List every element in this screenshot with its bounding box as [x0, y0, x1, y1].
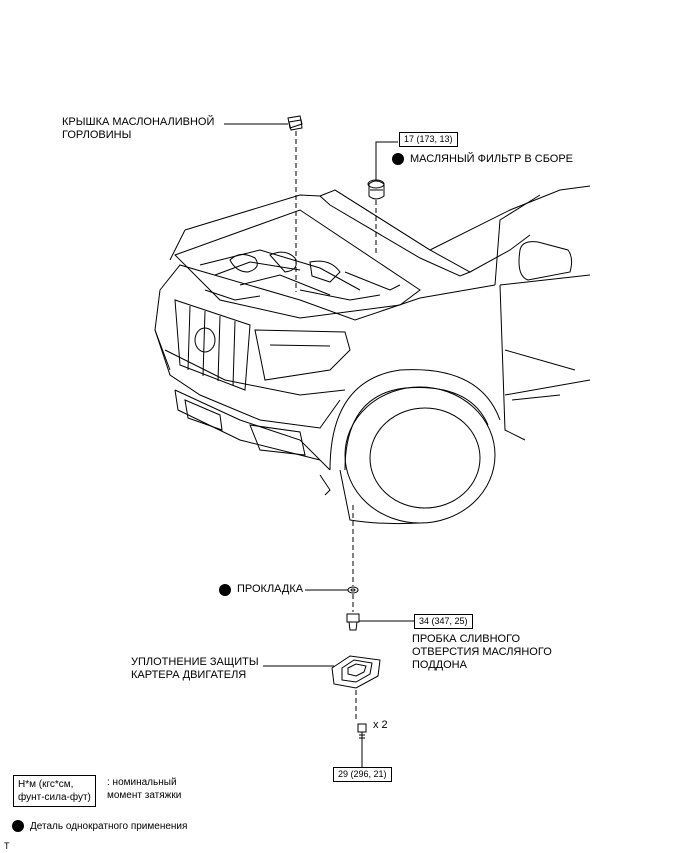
- single-use-mark-oil-filter: [392, 153, 404, 165]
- drain-plug-torque: 34 (347, 25): [414, 614, 473, 629]
- bolt-torque: 29 (296, 21): [333, 767, 392, 782]
- gasket-label: ПРОКЛАДКА: [237, 583, 304, 595]
- single-use-mark-gasket: [219, 584, 231, 596]
- legend-torque-units: Н*м (кгс*см, фунт-сила-фут): [13, 775, 96, 807]
- bolt-part: [357, 723, 367, 742]
- oil-filter-part: [367, 179, 385, 200]
- drain-plug-part: [346, 613, 360, 631]
- legend-torque-description: : номинальный момент затяжки: [107, 777, 182, 801]
- oil-filter-torque: 17 (173, 13): [399, 132, 458, 147]
- oil-cap-part: [287, 115, 303, 131]
- legend-single-use-mark: [12, 820, 24, 832]
- drain-plug-label: ПРОБКА СЛИВНОГО ОТВЕРСТИЯ МАСЛЯНОГО ПОДД…: [412, 633, 552, 671]
- footer-mark: T: [4, 841, 10, 851]
- seal-part: [331, 655, 381, 689]
- gasket-part: [347, 586, 359, 594]
- oil-filter-label: МАСЛЯНЫЙ ФИЛЬТР В СБОРЕ: [410, 153, 574, 165]
- seal-label: УПЛОТНЕНИЕ ЗАЩИТЫ КАРТЕРА ДВИГАТЕЛЯ: [131, 656, 259, 681]
- bolt-quantity: x 2: [373, 719, 388, 731]
- car-body: [154, 185, 591, 525]
- legend-single-use-label: Деталь однократного применения: [30, 821, 188, 832]
- oil-cap-label: КРЫШКА МАСЛОНАЛИВНОЙ ГОРЛОВИНЫ: [62, 116, 215, 141]
